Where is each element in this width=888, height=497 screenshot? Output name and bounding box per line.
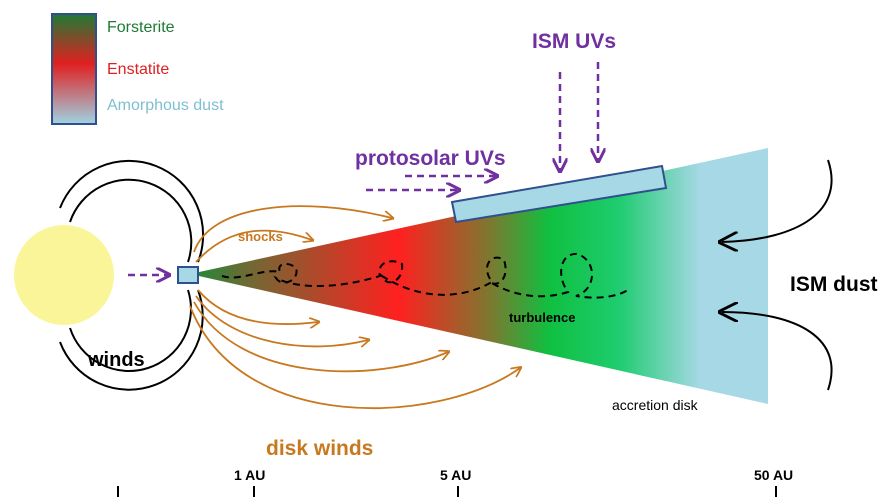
ism-dust-arrows: [722, 159, 833, 391]
disk-winds-label: disk winds: [266, 437, 373, 460]
winds-label: winds: [87, 349, 145, 371]
axis-tick-50au: 50 AU: [754, 467, 793, 483]
accretion-disk: [190, 148, 768, 404]
ism-dust-label: ISM dust: [790, 273, 878, 296]
ism-uv-arrows: [560, 62, 598, 170]
disk-wind-arrows: [189, 205, 520, 410]
legend: Forsterite Enstatite Amorphous dust: [51, 13, 224, 125]
axis-tick-1au: 1 AU: [234, 467, 265, 483]
disk-surface-layer: [450, 164, 668, 224]
ism-uvs-label: ISM UVs: [532, 30, 616, 53]
shocks-label: shocks: [238, 229, 283, 244]
accretion-disk-label: accretion disk: [612, 397, 699, 413]
legend-label-forsterite: Forsterite: [107, 19, 175, 36]
legend-label-enstatite: Enstatite: [107, 61, 169, 78]
protosolar-uvs-label: protosolar UVs: [355, 147, 506, 170]
legend-gradient-bar: [51, 13, 97, 125]
turbulence-label: turbulence: [509, 310, 575, 325]
distance-axis: [117, 486, 777, 497]
legend-label-amorphous-dust: Amorphous dust: [107, 97, 224, 114]
sun: [14, 225, 114, 325]
disk-inner-edge: [177, 266, 199, 284]
axis-tick-5au: 5 AU: [440, 467, 471, 483]
protosolar-uv-arrows: [128, 176, 496, 275]
turbulence-path: [221, 252, 629, 299]
stellar-wind-arcs: [59, 159, 205, 391]
